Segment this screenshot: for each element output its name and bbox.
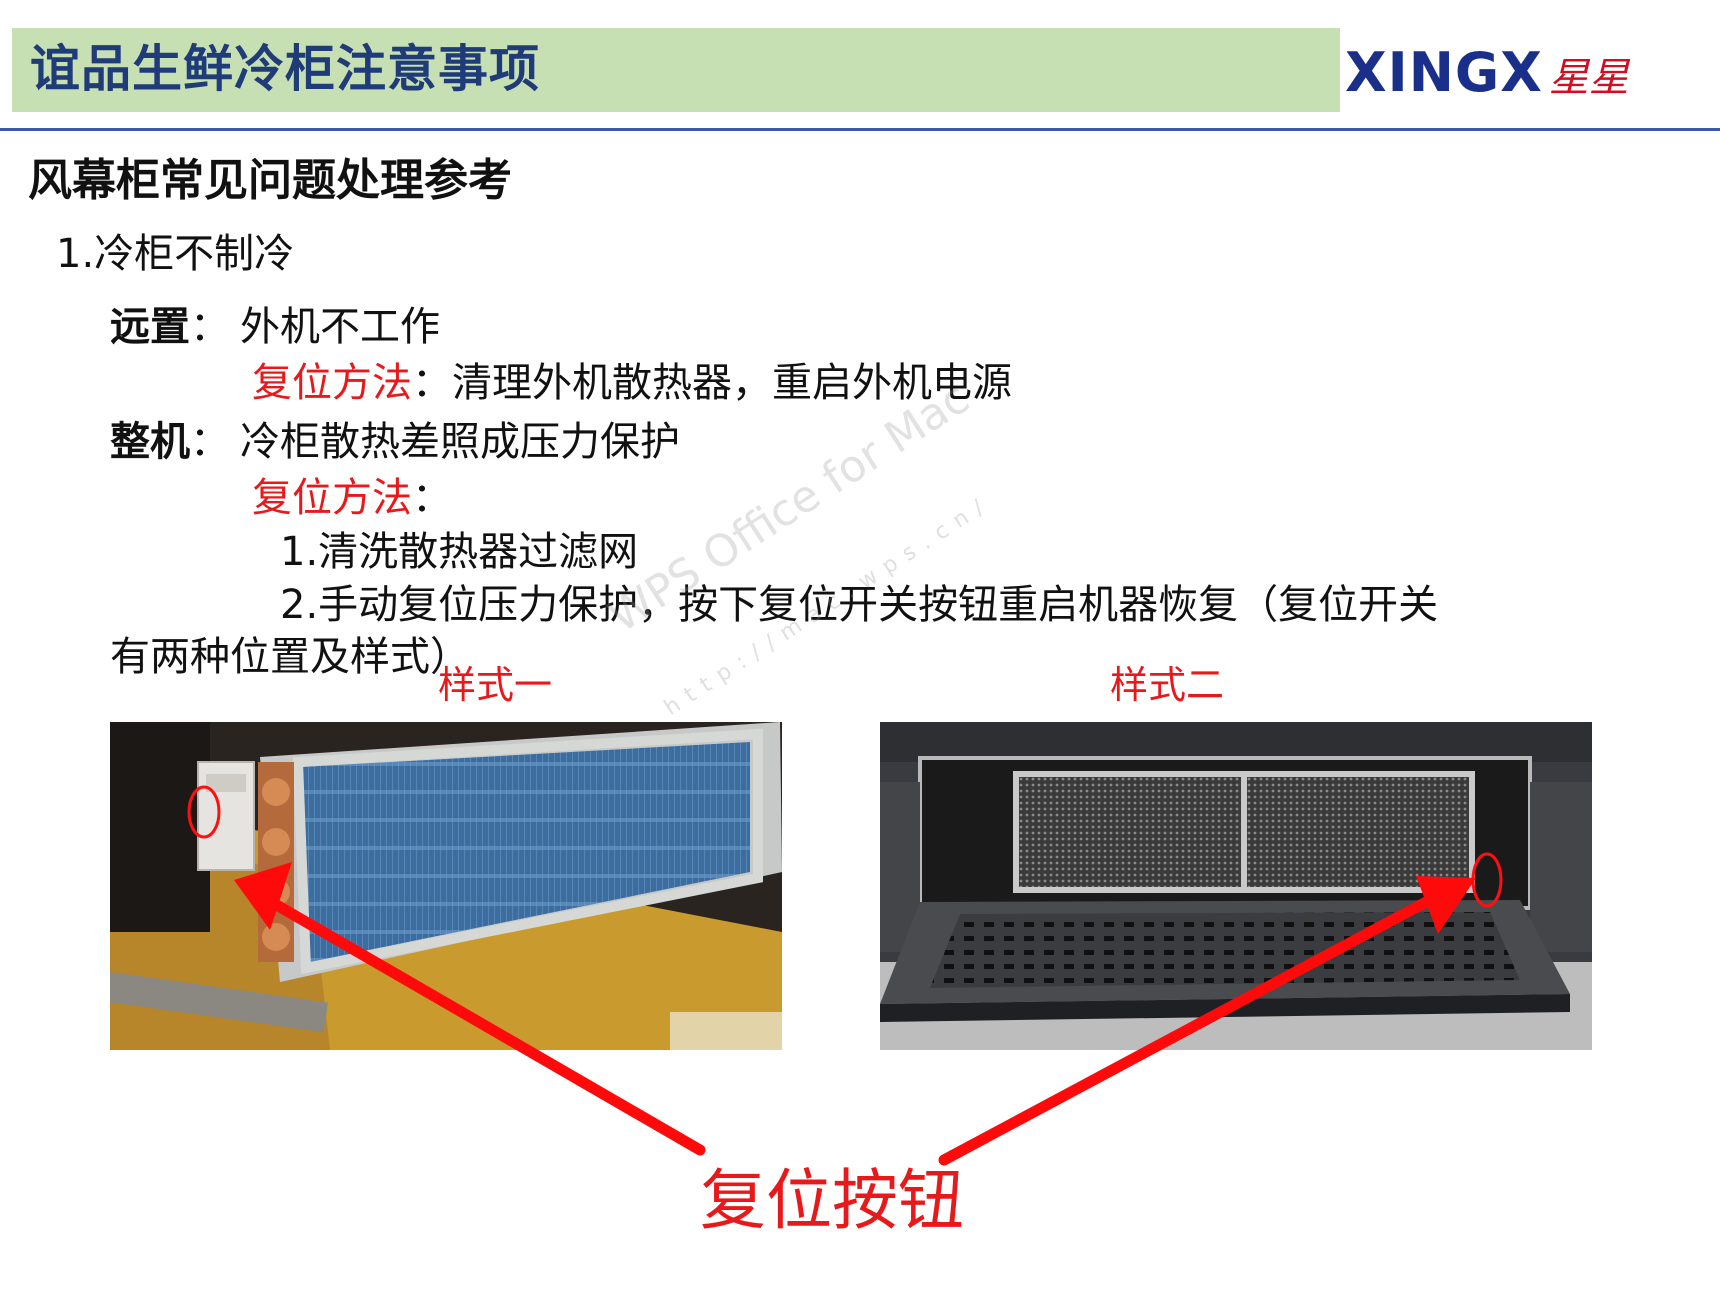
remote-method-text: ：清理外机散热器，重启外机电源	[412, 360, 1012, 406]
integrated-line: 整机：冷柜散热差照成压力保护	[110, 417, 680, 467]
photo-style-2-drawing	[880, 722, 1592, 1050]
problem-heading: 1.冷柜不制冷	[56, 231, 295, 277]
integrated-method-label: 复位方法	[252, 475, 412, 521]
step-1: 1.清洗散热器过滤网	[280, 529, 639, 575]
logo-script: 星星	[1548, 55, 1629, 101]
style-2-label: 样式二	[1110, 663, 1225, 707]
section-subtitle: 风幕柜常见问题处理参考	[28, 155, 512, 206]
integrated-method-line: 复位方法：	[252, 473, 452, 523]
remote-method-line: 复位方法：清理外机散热器，重启外机电源	[252, 358, 1012, 408]
photo-style-1-drawing	[110, 722, 782, 1050]
photo-style-2	[880, 722, 1592, 1050]
integrated-label: 整机	[110, 419, 190, 465]
remote-label: 远置	[110, 304, 190, 350]
integrated-colon: ：	[190, 419, 230, 465]
remote-desc: 外机不工作	[240, 304, 440, 350]
remote-method-label: 复位方法	[252, 360, 412, 406]
header-divider	[0, 128, 1720, 131]
reset-button-callout: 复位按钮	[700, 1162, 964, 1239]
remote-line: 远置：外机不工作	[110, 302, 440, 352]
integrated-desc: 冷柜散热差照成压力保护	[240, 419, 680, 465]
step-2: 2.手动复位压力保护，按下复位开关按钮重启机器恢复（复位开关	[280, 582, 1439, 628]
header-bar	[12, 28, 1340, 112]
logo-text: XINGX	[1345, 41, 1543, 104]
step-2-continued: 有两种位置及样式）	[110, 634, 470, 680]
integrated-method-colon: ：	[412, 475, 452, 521]
photo-style-1	[110, 722, 782, 1050]
page-title: 谊品生鲜冷柜注意事项	[30, 40, 540, 98]
remote-colon: ：	[190, 304, 230, 350]
style-1-label: 样式一	[438, 663, 553, 707]
